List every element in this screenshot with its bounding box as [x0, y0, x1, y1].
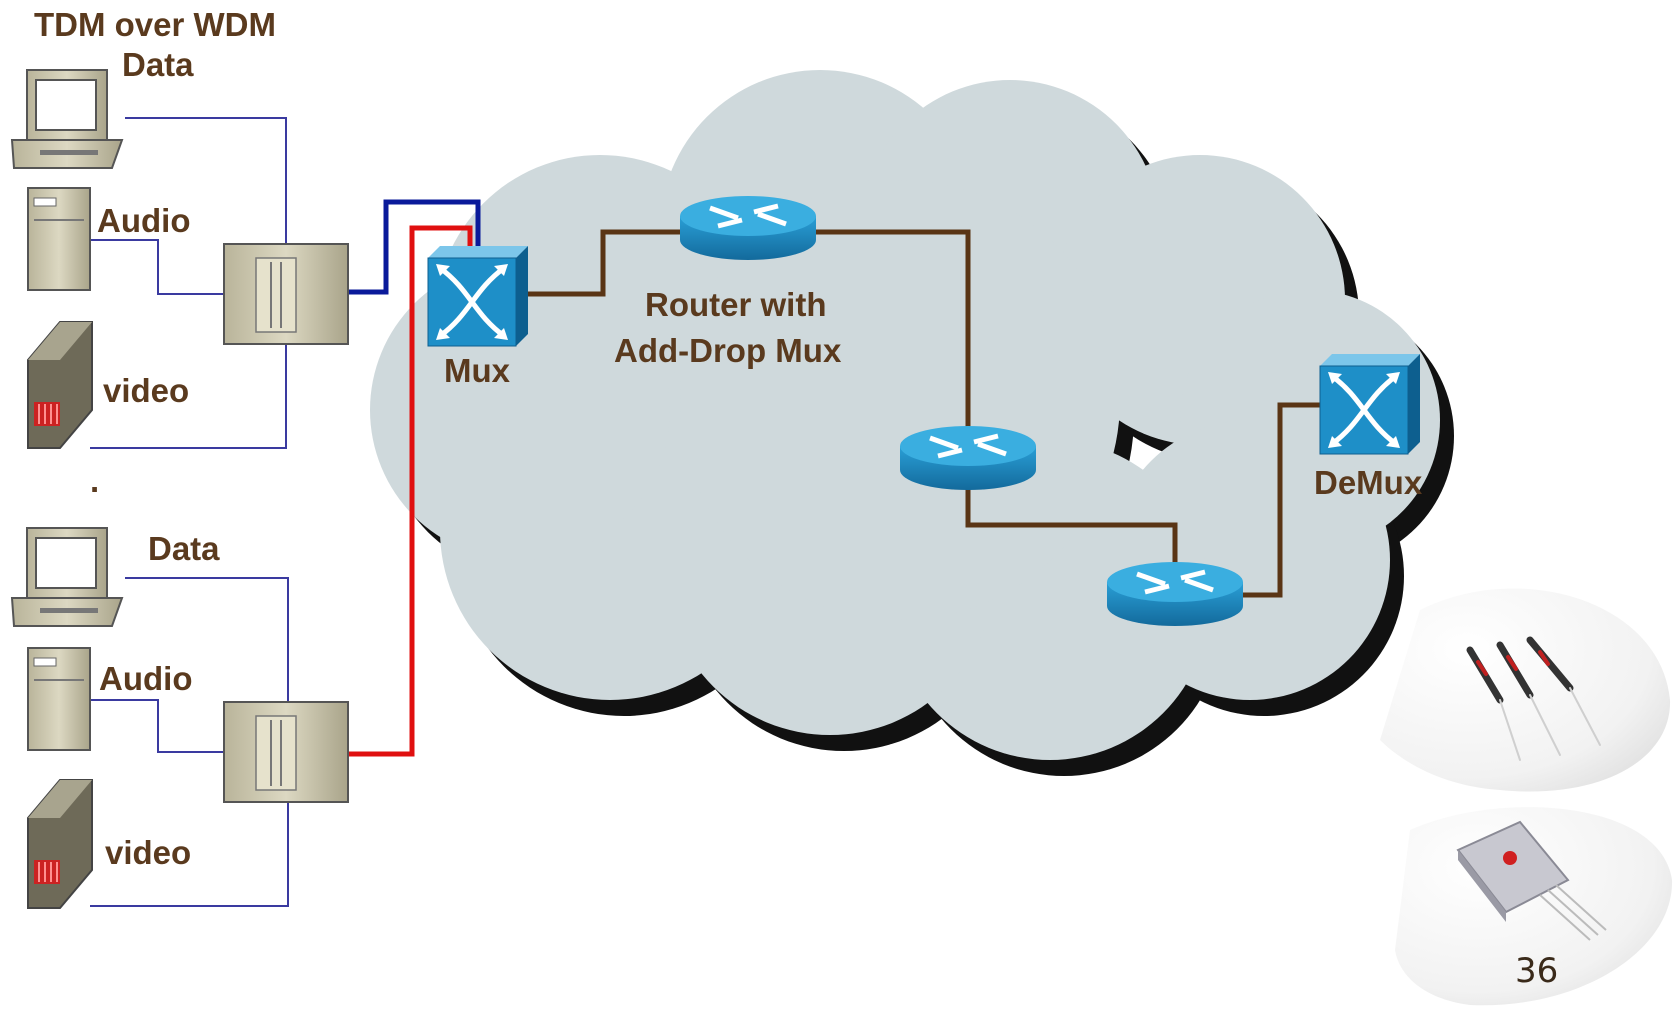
brown-backbone	[528, 229, 1320, 598]
slide-number: 36	[1515, 951, 1558, 991]
router-lower	[1107, 562, 1243, 626]
group1-tdm-mux	[223, 243, 349, 345]
wdm-module-photo	[1395, 807, 1673, 1006]
group2-audio-label: Audio	[99, 660, 192, 697]
wdm-mux-switch	[427, 246, 528, 347]
group2-data-computer	[10, 527, 124, 627]
network-cloud	[370, 70, 1454, 776]
group1-video-server	[27, 321, 93, 449]
group1-data-computer	[10, 69, 124, 169]
group1-video-label: video	[103, 372, 189, 409]
group1-audio-label: Audio	[97, 202, 190, 239]
router-label-line1: Router with	[645, 286, 826, 323]
group1-data-label: Data	[122, 46, 194, 83]
group2-video-server	[27, 779, 93, 909]
wdm-demux-switch	[1319, 354, 1420, 455]
fiber-coupler-photo	[1380, 588, 1671, 792]
group2-video-label: video	[105, 834, 191, 871]
mux-label: Mux	[444, 352, 511, 389]
diagram-title: TDM over WDM	[34, 6, 276, 43]
router-middle	[900, 426, 1036, 490]
blue-link	[348, 199, 481, 295]
demux-label: DeMux	[1314, 464, 1423, 501]
group2-audio-server	[27, 647, 91, 751]
separator-dot: .	[90, 462, 99, 499]
router-add-drop-mux	[680, 196, 816, 260]
group1-audio-server	[27, 187, 91, 291]
router-label-line2: Add-Drop Mux	[614, 332, 842, 369]
group2-data-label: Data	[148, 530, 220, 567]
group2-tdm-mux	[223, 701, 349, 803]
red-link	[348, 225, 473, 757]
